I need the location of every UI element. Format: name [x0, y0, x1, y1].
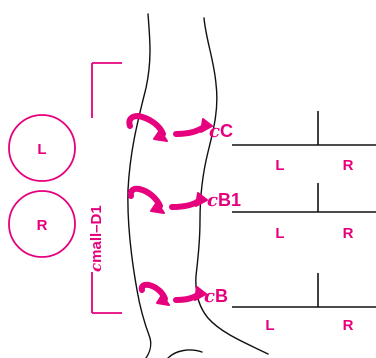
- circle-right-label: R: [37, 217, 48, 234]
- wrap-arrow-b-icon: [142, 285, 206, 305]
- measurement-b-left: L: [265, 317, 274, 334]
- circle-left: L: [9, 115, 75, 181]
- vertical-label-text: mall–D1: [88, 205, 105, 263]
- measurement-b1-right: R: [343, 225, 354, 242]
- measurement-b1: cB1 L R: [131, 183, 376, 242]
- measurement-b1-prefix: c: [207, 190, 218, 211]
- measurement-b1-table: [232, 183, 376, 212]
- measurement-c-table: [232, 111, 376, 145]
- measurement-b-name: B: [215, 286, 228, 306]
- measurement-c: cC L R: [129, 111, 376, 174]
- leg-outer-contour: [128, 14, 151, 358]
- measurement-b1-label: cB1: [207, 190, 241, 211]
- measurement-b-label: cB: [204, 286, 228, 307]
- measurement-b-prefix: c: [204, 286, 215, 307]
- measurement-c-name: C: [220, 121, 233, 141]
- circle-left-label: L: [37, 141, 46, 158]
- measurement-b1-name: B1: [218, 190, 241, 210]
- measurement-c-label: cC: [209, 121, 233, 142]
- measurement-c-left: L: [275, 157, 284, 174]
- measurement-c-prefix: c: [209, 121, 220, 142]
- measurement-b-right: R: [343, 317, 354, 334]
- circle-right: R: [9, 191, 75, 257]
- vertical-label-prefix: c: [87, 263, 105, 272]
- measurement-b1-left: L: [275, 225, 284, 242]
- wrap-arrow-b1-icon: [131, 189, 207, 213]
- measurement-b-table: [232, 273, 376, 307]
- measurement-c-right: R: [343, 157, 354, 174]
- height-bracket: [92, 63, 122, 313]
- vertical-measure-label: cmall–D1: [87, 205, 105, 272]
- wrap-arrow-c-icon: [129, 116, 212, 141]
- ankle-contour: [168, 350, 202, 358]
- measurement-b: cB L R: [142, 273, 376, 334]
